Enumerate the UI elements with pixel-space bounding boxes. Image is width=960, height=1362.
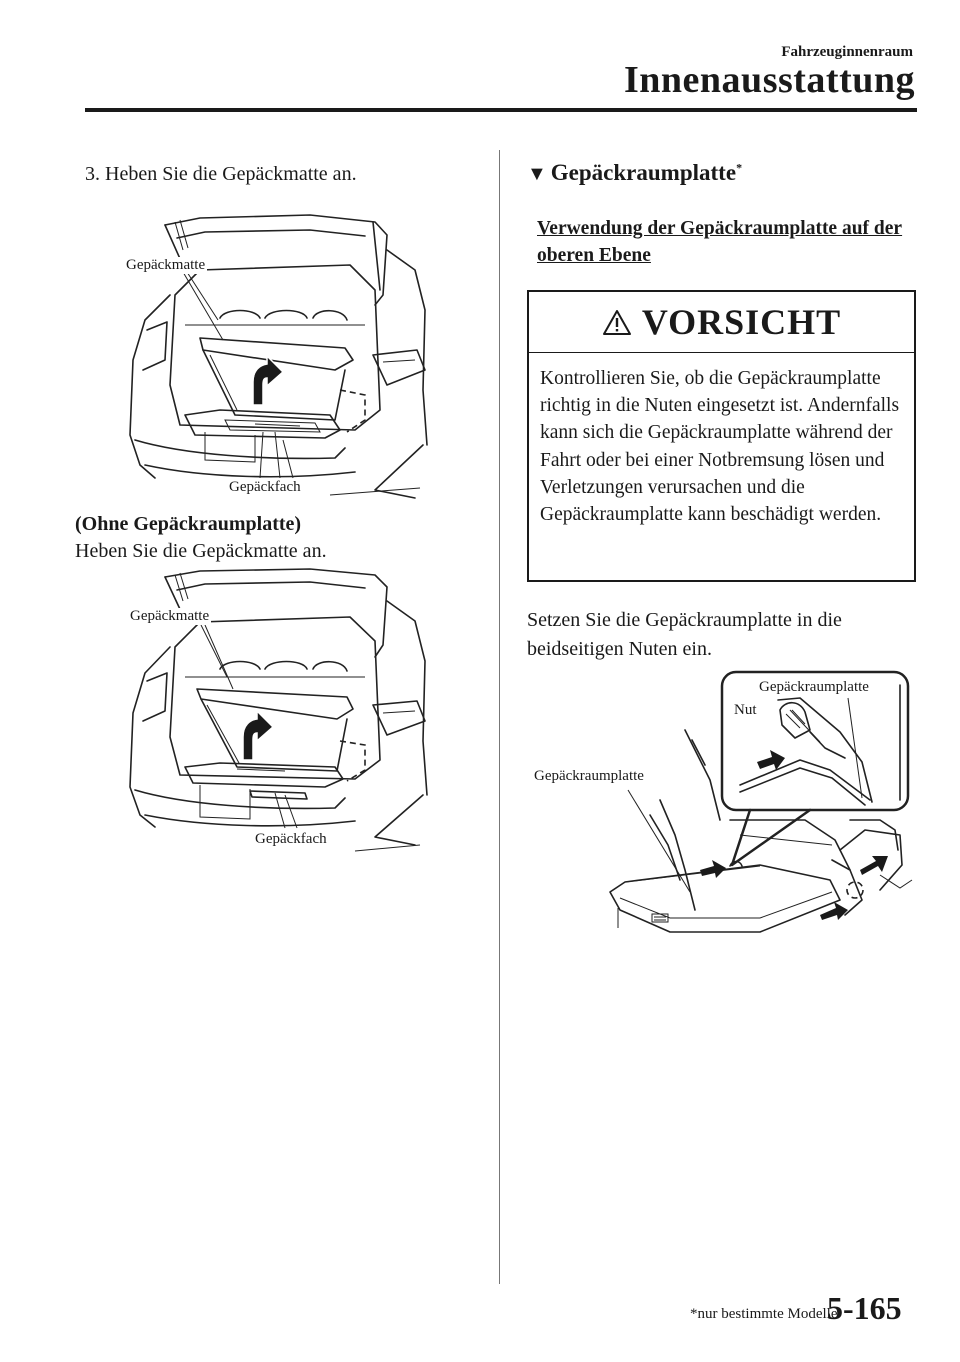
- section-title: Innenausstattung: [624, 59, 915, 101]
- usage-subheading: Verwendung der Gepäckraumplatte auf der …: [537, 218, 903, 266]
- figure1-label-compartment: Gepäckfach: [227, 479, 303, 496]
- figure2-label-mat: Gepäckmatte: [128, 608, 212, 625]
- page-number: 5-165: [827, 1290, 902, 1326]
- down-triangle-icon: ▼: [527, 163, 547, 185]
- figure-cargo-panel-installation: [609, 670, 913, 933]
- figure-trunk-with-panel: [129, 214, 428, 499]
- figure-trunk-without-panel: [129, 568, 428, 852]
- figure3-label-panel-inset: Gepäckraumplatte: [757, 679, 871, 696]
- model-marker: *: [736, 160, 743, 175]
- lift-mat-text: Heben Sie die Gepäckmatte an.: [75, 540, 327, 562]
- header-rule: [85, 108, 917, 112]
- step-3-text: 3. Heben Sie die Gepäckmatte an.: [85, 163, 357, 185]
- warning-triangle-icon: [602, 309, 631, 335]
- figure3-label-nut: Nut: [732, 702, 759, 719]
- figure2-label-compartment: Gepäckfach: [253, 831, 329, 848]
- subheading-without-panel: (Ohne Gepäckraumplatte): [75, 513, 302, 535]
- caution-text: Kontrollieren Sie, ob die Gepäckraumplat…: [540, 368, 900, 526]
- caution-title: VORSICHT: [641, 302, 842, 342]
- figure1-label-mat: Gepäckmatte: [124, 257, 208, 274]
- figure3-label-panel-left: Gepäckraumplatte: [532, 768, 646, 785]
- chapter-title: Fahrzeuginnenraum: [781, 44, 913, 60]
- footnote: *nur bestimmte Modelle: [690, 1306, 838, 1322]
- column-divider: [499, 150, 500, 1284]
- caution-header: VORSICHT: [529, 292, 914, 353]
- insert-panel-text: Setzen Sie die Gepäckraumplatte in die b…: [527, 609, 842, 660]
- caution-box: VORSICHT Kontrollieren Sie, ob die Gepäc…: [527, 290, 916, 582]
- section-heading: ▼Gepäckraumplatte*: [527, 160, 743, 185]
